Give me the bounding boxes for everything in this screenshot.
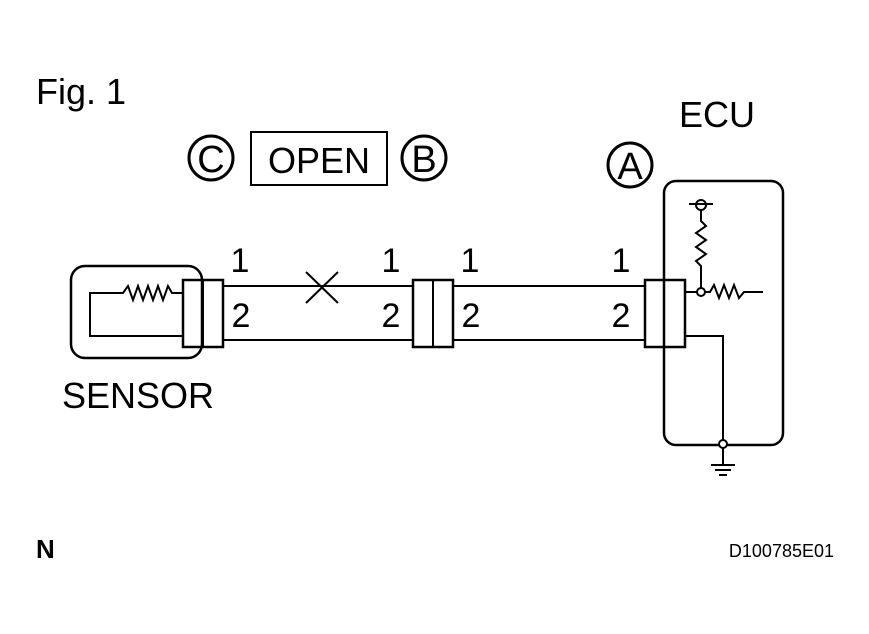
ecu-pin2-label: 2 [612,297,631,335]
sensor-pin1-label: 1 [231,242,250,280]
mid-left-pin1-label: 1 [382,242,401,280]
point-b-circle [400,134,448,182]
ecu-pin1-label: 1 [612,242,631,280]
ecu-input-resistor [705,282,763,301]
ecu-connector [643,278,687,349]
mid-left-pin2-label: 2 [382,297,401,335]
open-label: OPEN [268,140,370,181]
sensor-label: SENSOR [62,375,214,416]
ecu-junction-node [696,287,706,297]
mid-right-pin2-label: 2 [462,297,481,335]
point-a-circle [606,141,654,189]
point-c-label: C [197,139,224,181]
figure-code-left: N [36,534,55,564]
mid-right-pin1-label: 1 [461,242,480,280]
figure-id: D100785E01 [729,541,834,561]
point-b-label: B [411,139,436,181]
ecu-ground-wire [685,335,724,440]
ecu-pullup-resistor [694,210,708,288]
figure-title: Fig. 1 [36,71,126,112]
ecu-label: ECU [679,94,755,135]
open-label-box [250,131,388,186]
point-c-circle [187,134,235,182]
sensor-resistor-loop [89,283,183,337]
ground-node [718,439,728,449]
ground-icon [711,464,735,476]
sensor-pin2-label: 2 [232,297,251,335]
point-a-label: A [617,146,643,188]
